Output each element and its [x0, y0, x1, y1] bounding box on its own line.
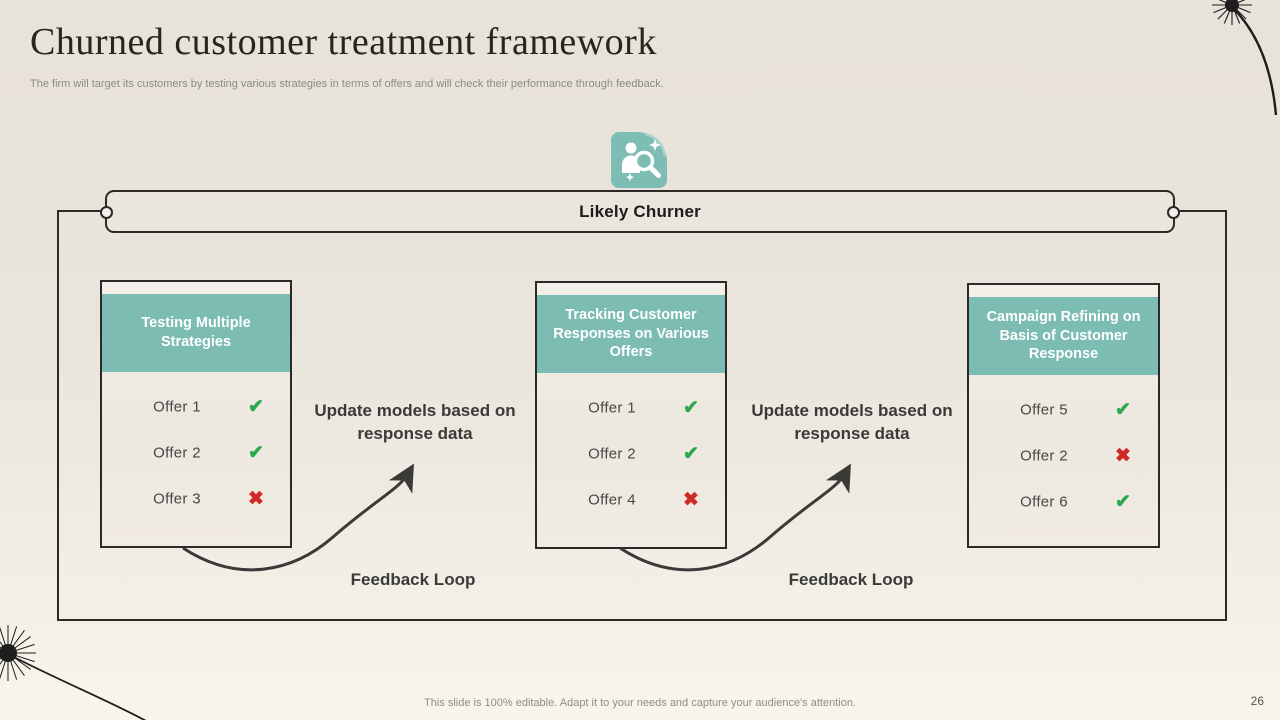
likely-churner-banner: Likely Churner: [100, 190, 1180, 233]
check-icon: ✔: [1115, 399, 1131, 421]
offer-row: Offer 2 ✖: [969, 433, 1158, 479]
offer-row: Offer 2 ✔: [102, 430, 290, 476]
connector-node-right: [1167, 206, 1180, 219]
offer-row: Offer 1 ✔: [102, 384, 290, 430]
update-models-label: Update models based on response data: [751, 401, 953, 443]
offer-row: Offer 2 ✔: [537, 431, 725, 477]
feedback-loop-label: Feedback Loop: [788, 570, 914, 589]
feedback-curve-arrow: [182, 463, 414, 572]
dandelion-decoration-bottom-left: [0, 625, 147, 720]
offer-label: Offer 2: [588, 445, 636, 463]
check-icon: ✔: [683, 443, 699, 465]
page-number: 26: [1250, 694, 1264, 708]
check-icon: ✔: [248, 396, 264, 418]
likely-churner-label: Likely Churner: [579, 201, 701, 221]
connector-node-left: [100, 206, 113, 219]
offer-label: Offer 4: [588, 491, 636, 509]
offer-row: Offer 4 ✖: [537, 477, 725, 523]
offer-label: Offer 2: [1020, 447, 1068, 465]
card-header: Tracking Customer Responses on Various O…: [537, 295, 725, 373]
offer-label: Offer 1: [588, 399, 636, 417]
cross-icon: ✖: [1115, 445, 1131, 467]
card-header: Testing Multiple Strategies: [102, 294, 290, 372]
offer-label: Offer 1: [153, 398, 201, 416]
offer-row: Offer 1 ✔: [537, 385, 725, 431]
page-subtitle: The firm will target its customers by te…: [30, 78, 664, 90]
page-title: Churned customer treatment framework: [30, 21, 657, 63]
offer-row: Offer 6 ✔: [969, 479, 1158, 525]
card-campaign-refining: Campaign Refining on Basis of Customer R…: [967, 283, 1160, 548]
check-icon: ✔: [248, 442, 264, 464]
offer-label: Offer 2: [153, 444, 201, 462]
card-tracking-responses: Tracking Customer Responses on Various O…: [535, 281, 727, 549]
cross-icon: ✖: [248, 488, 264, 510]
framework-outline-box: [57, 211, 1227, 621]
feedback-curve-arrow: [619, 463, 851, 572]
offer-label: Offer 3: [153, 490, 201, 508]
card-testing-strategies: Testing Multiple Strategies Offer 1 ✔ Of…: [100, 280, 292, 548]
connector-line-left: [57, 210, 105, 212]
card-header: Campaign Refining on Basis of Customer R…: [969, 297, 1158, 375]
feedback-loop-label: Feedback Loop: [350, 570, 476, 589]
customer-search-icon: [611, 132, 667, 188]
offer-row: Offer 5 ✔: [969, 387, 1158, 433]
check-icon: ✔: [683, 397, 699, 419]
dandelion-decoration-top-right: [1212, 0, 1278, 116]
offer-label: Offer 5: [1020, 401, 1068, 419]
cross-icon: ✖: [683, 489, 699, 511]
footer-note: This slide is 100% editable. Adapt it to…: [424, 697, 856, 709]
update-models-label: Update models based on response data: [314, 401, 516, 443]
offer-label: Offer 6: [1020, 493, 1068, 511]
connector-line-right: [1175, 210, 1227, 212]
check-icon: ✔: [1115, 491, 1131, 513]
offer-row: Offer 3 ✖: [102, 476, 290, 522]
